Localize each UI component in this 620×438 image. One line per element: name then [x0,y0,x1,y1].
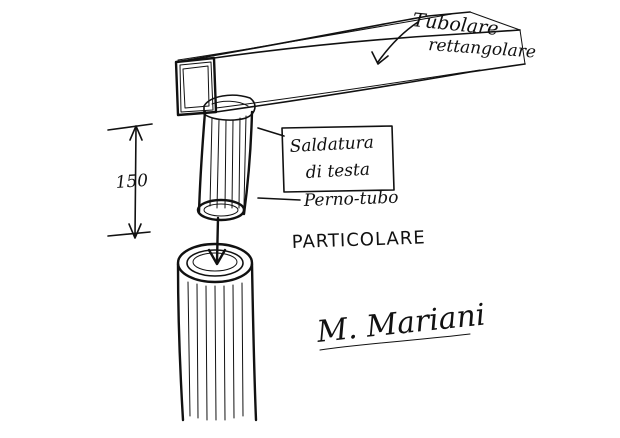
tube-leader-arrow [371,21,419,65]
pin-leader-line [257,197,301,201]
detail-caption: PARTICOLARE [291,227,426,253]
dimension-value: 150 [115,171,149,193]
weld-label-box [257,125,395,193]
round-column [176,242,258,422]
pin-label: Perno-tubo [302,188,398,211]
tube-label-line2: rettangolare [428,35,537,62]
tube-label-line1: Tubolare [411,9,499,40]
dimension-150 [107,123,153,239]
insertion-arrow [207,216,227,266]
weld-label-line1: Saldatura [289,133,374,157]
signature: M. Mariani [314,297,487,350]
weld-label-line2: di testa [305,160,370,183]
signature-underline [319,333,471,351]
rectangular-tube [174,11,526,117]
pin-tube [196,94,256,222]
